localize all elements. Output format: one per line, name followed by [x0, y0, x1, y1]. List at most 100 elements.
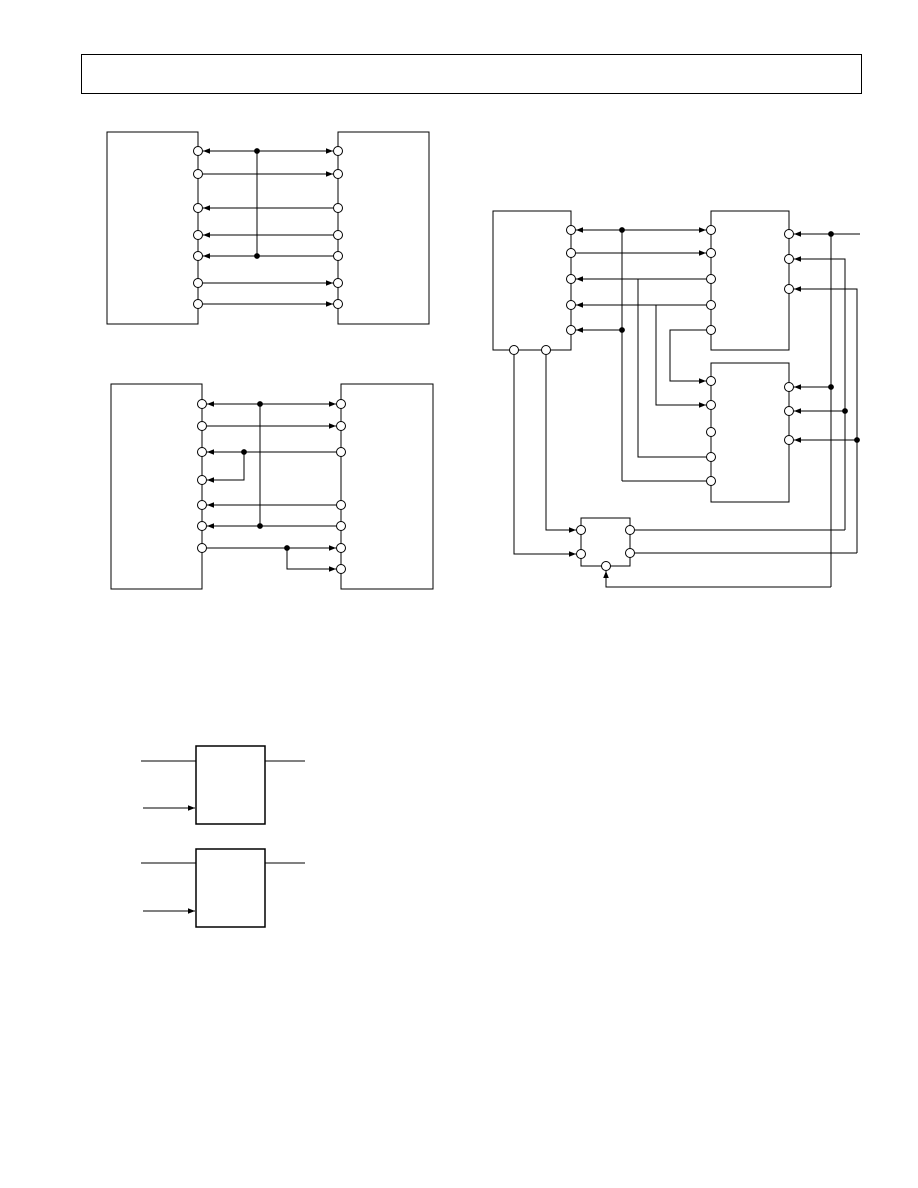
d3-junction-5 [843, 409, 848, 414]
d1-left-pin-1 [194, 147, 203, 156]
d3-lower-slave-pins [707, 377, 794, 486]
d2-junction-4 [285, 546, 290, 551]
diagram-3-bottom-block [581, 518, 630, 566]
d3-master-pin-6 [510, 346, 519, 355]
diagram-2-right-block [341, 384, 433, 589]
diagram-1 [107, 132, 429, 324]
d3-upper-pin-3 [707, 275, 716, 284]
diagram-1-right-block [338, 132, 429, 324]
d1-right-pin-1 [334, 147, 343, 156]
d3-junction-1 [620, 228, 625, 233]
d3-lower-pin-5 [707, 477, 716, 486]
d1-left-pin-3 [194, 204, 203, 213]
d3-bottom-pin-3 [626, 526, 635, 535]
d3-junction-6 [855, 438, 860, 443]
d3-wire-8 [656, 305, 706, 408]
d3-lower-pin-8 [785, 436, 794, 445]
d3-lower-pin-6 [785, 383, 794, 392]
d2-left-pin-5 [198, 501, 207, 510]
d1-left-pins [194, 147, 203, 309]
d3-master-pin-2 [567, 249, 576, 258]
d2-right-pin-4 [337, 501, 346, 510]
d2-right-pins [337, 400, 346, 574]
d3-upper-pin-6 [785, 230, 794, 239]
d1-left-pin-2 [194, 170, 203, 179]
d1-right-pin-4 [334, 231, 343, 240]
diagram-3-master-block [493, 211, 571, 350]
d3-lower-pin-7 [785, 407, 794, 416]
d3-bottom-pin-4 [626, 549, 635, 558]
d2-junction-1 [258, 402, 263, 407]
d2-junction-3 [242, 450, 247, 455]
d3-master-pin-4 [567, 301, 576, 310]
logic-block-1 [141, 746, 305, 824]
d1-right-pins [334, 147, 343, 309]
d3-master-pin-1 [567, 226, 576, 235]
d2-left-pin-6 [198, 522, 207, 531]
diagram-2 [111, 384, 433, 589]
page-header-box [81, 54, 862, 94]
d3-wire-16 [546, 355, 576, 533]
d2-right-pin-1 [337, 400, 346, 409]
d1-left-pin-5 [194, 252, 203, 261]
d3-wire-9 [638, 279, 706, 457]
logic-block-2-box [196, 849, 265, 927]
d3-upper-slave-pins [707, 226, 794, 335]
d2-left-pin-4 [198, 476, 207, 485]
d2-right-pin-2 [337, 422, 346, 431]
d3-upper-pin-8 [785, 285, 794, 294]
d1-right-pin-2 [334, 170, 343, 179]
d1-junction-2 [255, 254, 260, 259]
d2-right-pin-5 [337, 522, 346, 531]
d3-upper-pin-2 [707, 249, 716, 258]
d2-right-pin-6 [337, 544, 346, 553]
d1-right-pin-5 [334, 252, 343, 261]
d3-master-pin-5 [567, 326, 576, 335]
d2-right-pin-7 [337, 565, 346, 574]
d3-bottom-pin-5 [602, 562, 611, 571]
d3-wire-7 [670, 330, 706, 384]
d3-wire-12 [794, 286, 857, 553]
d3-wire-20 [603, 571, 831, 587]
d1-left-pin-6 [194, 279, 203, 288]
d3-upper-pin-4 [707, 301, 716, 310]
d2-junction-2 [258, 524, 263, 529]
d1-left-pin-4 [194, 231, 203, 240]
d3-junction-4 [829, 385, 834, 390]
d2-left-pin-2 [198, 422, 207, 431]
d3-bottom-block-pins [577, 526, 635, 571]
d3-lower-pin-4 [707, 453, 716, 462]
d3-upper-pin-7 [785, 255, 794, 264]
d3-lower-pin-1 [707, 377, 716, 386]
d2-left-pins [198, 400, 207, 553]
d3-master-pins [510, 226, 576, 355]
d3-wire-17 [514, 355, 576, 557]
d1-junction-1 [255, 149, 260, 154]
d2-right-pin-3 [337, 448, 346, 457]
d3-upper-pin-5 [707, 326, 716, 335]
d1-right-pin-6 [334, 279, 343, 288]
diagram-2-left-block [111, 384, 202, 589]
d3-junction-3 [829, 232, 834, 237]
diagram-3 [493, 211, 860, 587]
d3-bottom-pin-1 [577, 526, 586, 535]
d3-master-pin-7 [542, 346, 551, 355]
d3-lower-pin-3 [707, 428, 716, 437]
d2-left-pin-7 [198, 544, 207, 553]
d3-upper-pin-1 [707, 226, 716, 235]
logic-block-2 [141, 849, 305, 927]
d2-left-pin-1 [198, 400, 207, 409]
d1-right-pin-7 [334, 300, 343, 309]
d3-wire-11 [794, 256, 845, 530]
d2-wire-7 [287, 548, 336, 572]
d3-junction-2 [620, 328, 625, 333]
d2-wire-loop [207, 452, 244, 483]
d3-master-pin-3 [567, 275, 576, 284]
d1-left-pin-7 [194, 300, 203, 309]
diagram-3-lower-slave-block [711, 363, 789, 502]
d2-left-pin-3 [198, 448, 207, 457]
diagram-3-upper-slave-block [711, 211, 789, 350]
logic-block-1-box [196, 746, 265, 824]
d3-lower-pin-2 [707, 401, 716, 410]
